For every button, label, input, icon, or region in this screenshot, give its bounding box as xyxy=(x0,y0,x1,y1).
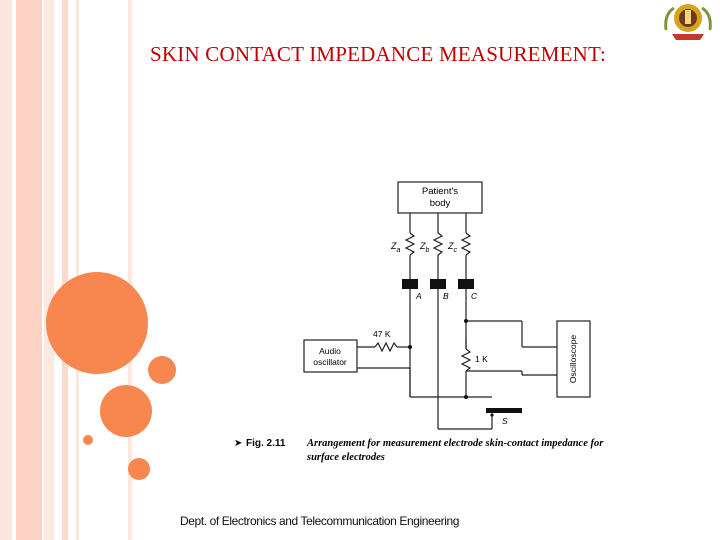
left-stripe-5 xyxy=(76,0,79,540)
decor-circle-small xyxy=(148,356,176,384)
electrode-a-pad xyxy=(402,279,418,289)
audio-oscillator-label-2: oscillator xyxy=(313,357,347,367)
switch-label: S xyxy=(502,416,508,426)
impedance-zb xyxy=(432,232,444,256)
left-stripe-6 xyxy=(128,0,132,540)
circuit-diagram: Patient's body Za Zb Zc A B C 47 K 1 K A… xyxy=(234,181,604,463)
left-stripe-3 xyxy=(44,0,54,540)
electrode-b-label: B xyxy=(443,291,449,301)
figure-caption-line1: Arrangement for measurement electrode sk… xyxy=(306,438,604,449)
impedance-za-label: Za xyxy=(390,241,401,254)
impedance-zb-label: Zb xyxy=(419,241,430,254)
electrode-b-pad xyxy=(430,279,446,289)
electrode-c-label: C xyxy=(471,291,478,301)
figure-caption-line2: surface electrodes xyxy=(306,452,385,463)
slide-footer: Dept. of Electronics and Telecommunicati… xyxy=(180,514,460,528)
figure-number: Fig. 2.11 xyxy=(246,438,286,449)
decor-circle-large xyxy=(46,272,148,374)
left-stripe-1 xyxy=(0,0,12,540)
patient-body-label-2: body xyxy=(430,198,451,209)
audio-oscillator-box xyxy=(303,339,358,373)
oscilloscope-label: Oscilloscope xyxy=(568,335,578,383)
slide-title: SKIN CONTACT IMPEDANCE MEASUREMENT: xyxy=(150,42,606,66)
electrode-c-pad xyxy=(458,279,474,289)
electrode-a-label: A xyxy=(415,291,422,301)
figure-arrow-icon: ➤ xyxy=(234,438,242,449)
decor-circle-dot xyxy=(83,435,93,445)
left-stripe-2 xyxy=(16,0,42,540)
impedance-zc xyxy=(460,232,472,256)
oscilloscope-box xyxy=(556,320,591,398)
resistor-47k xyxy=(374,341,398,353)
resistor-1k xyxy=(460,348,472,372)
university-emblem-icon xyxy=(664,4,712,40)
impedance-za xyxy=(404,232,416,256)
audio-oscillator-label-1: Audio xyxy=(319,346,341,356)
left-stripe-4 xyxy=(62,0,68,540)
decor-circle-medium xyxy=(100,385,152,437)
resistor-47k-label: 47 K xyxy=(373,329,391,339)
decor-circle-tiny xyxy=(128,458,150,480)
impedance-zc-label: Zc xyxy=(447,241,458,254)
patient-body-box xyxy=(397,181,483,214)
switch-bar xyxy=(486,408,522,413)
resistor-1k-label: 1 K xyxy=(475,354,488,364)
patient-body-label-1: Patient's xyxy=(422,186,458,197)
